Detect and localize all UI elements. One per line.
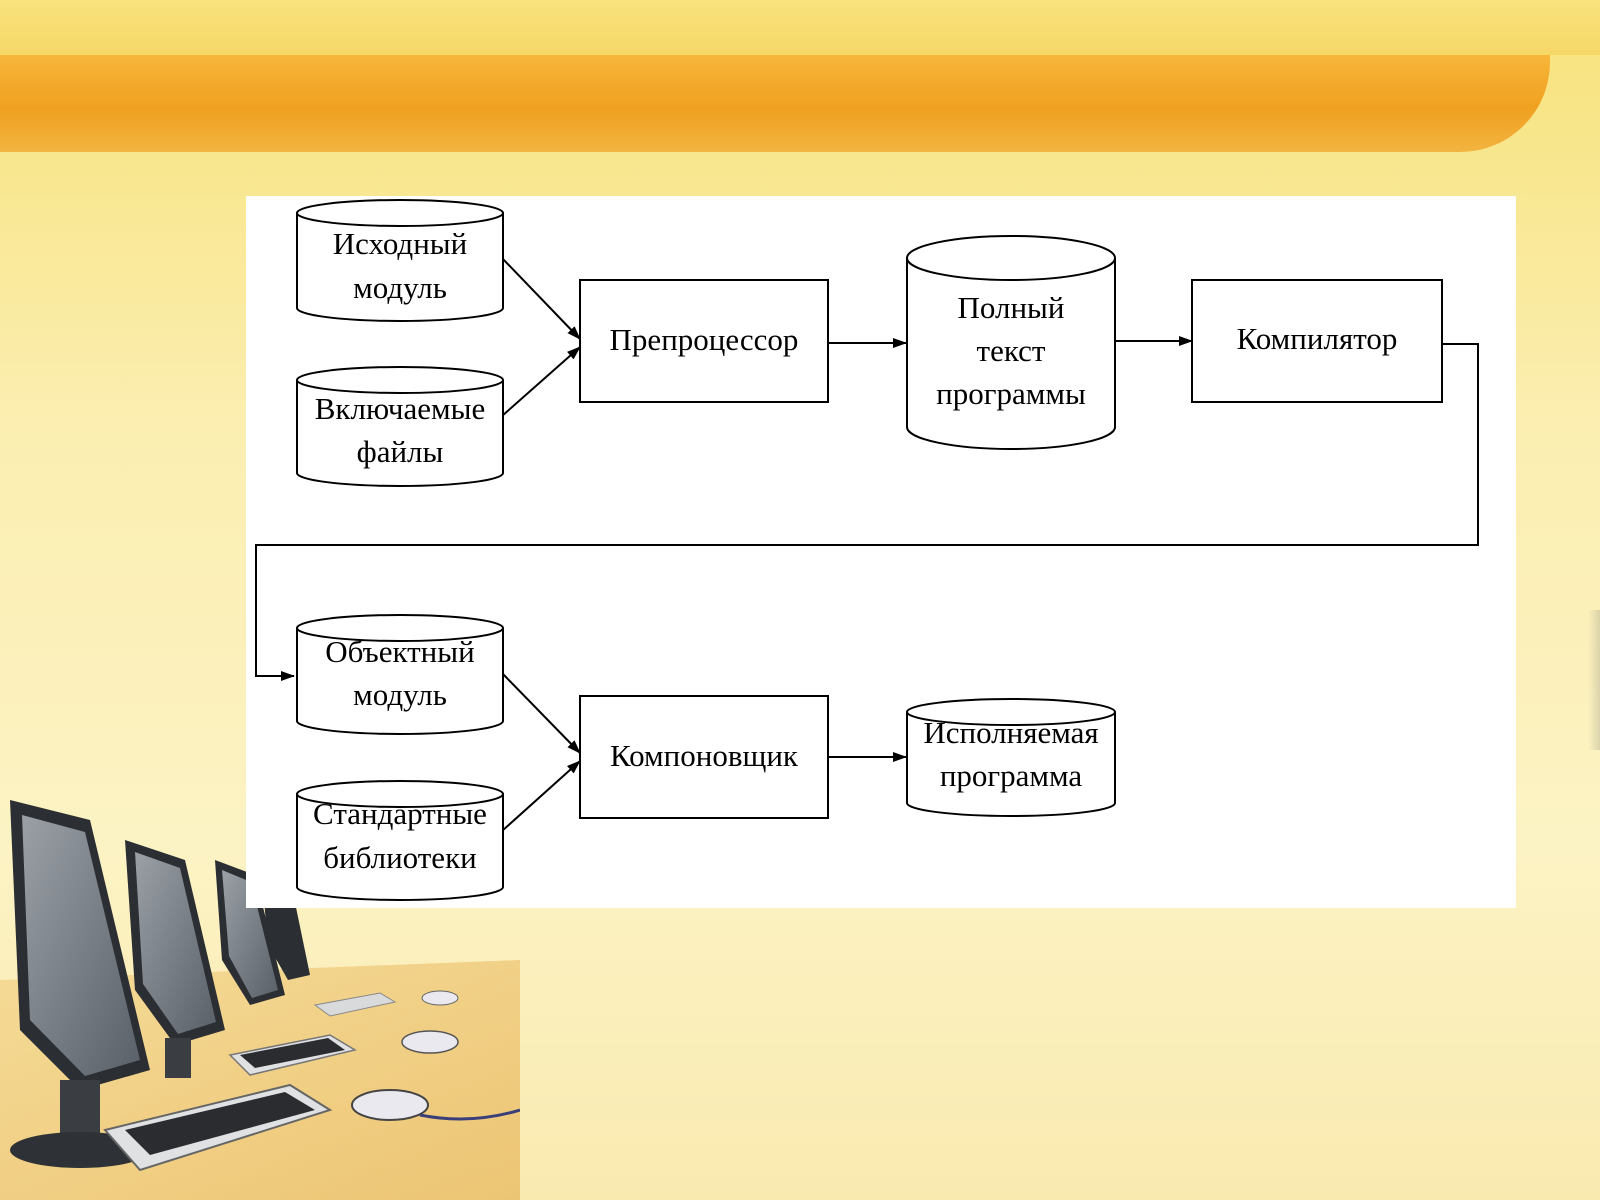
source-label-line1: Исходный [333, 226, 467, 261]
computer-lab-illustration [0, 800, 520, 1200]
mouse-icon [401, 1030, 459, 1054]
executable-label-line1: Исполняемая [923, 715, 1098, 750]
monitor-icon [215, 860, 285, 1005]
object-label-line1: Объектный [325, 634, 474, 669]
executable-label-line2: программа [940, 758, 1083, 793]
mouse-icon [421, 990, 459, 1006]
object-cylinder [296, 614, 504, 735]
preprocessor-label: Препроцессор [610, 322, 799, 357]
source-label-line2: модуль [353, 270, 447, 305]
stdlib-cylinder [296, 780, 504, 901]
compiler-box [1191, 279, 1443, 403]
object-label-line2: модуль [353, 677, 447, 712]
monitor-icon [10, 800, 150, 1168]
fulltext-label-line2: текст [977, 333, 1046, 368]
includes-cylinder [296, 366, 504, 487]
edge-compiler-object [255, 343, 1479, 681]
linker-label: Компоновщик [610, 738, 799, 773]
source-cylinder [296, 199, 504, 322]
stdlib-label-line1: Стандартные [313, 796, 487, 831]
monitor-icon [125, 840, 225, 1078]
linker-box [579, 695, 829, 819]
includes-label-line1: Включаемые [315, 391, 486, 426]
diagram-panel: Исходный модуль Включаемые файлы Препроц… [246, 196, 1516, 908]
fulltext-label-line3: программы [936, 376, 1086, 411]
compilation-flow-diagram: Исходный модуль Включаемые файлы Препроц… [255, 199, 1479, 901]
includes-label-line2: файлы [357, 434, 444, 469]
fulltext-label-line1: Полный [958, 290, 1065, 325]
executable-cylinder [906, 698, 1116, 817]
edge-source-preprocessor [501, 257, 581, 340]
keyboard-icon [228, 1034, 357, 1076]
edge-object-linker [501, 672, 581, 754]
keyboard-icon [313, 992, 397, 1017]
title-banner [0, 55, 1550, 152]
compiler-label: Компилятор [1237, 321, 1398, 356]
fulltext-cylinder [906, 235, 1116, 450]
mouse-icon [351, 1089, 429, 1121]
edge-includes-preprocessor [501, 346, 581, 417]
edge-stdlib-linker [501, 760, 581, 832]
top-glow [0, 0, 1600, 55]
edge-shadow [1588, 610, 1600, 750]
keyboard-icon [103, 1083, 333, 1172]
preprocessor-box [579, 279, 829, 403]
stdlib-label-line2: библиотеки [323, 840, 476, 875]
